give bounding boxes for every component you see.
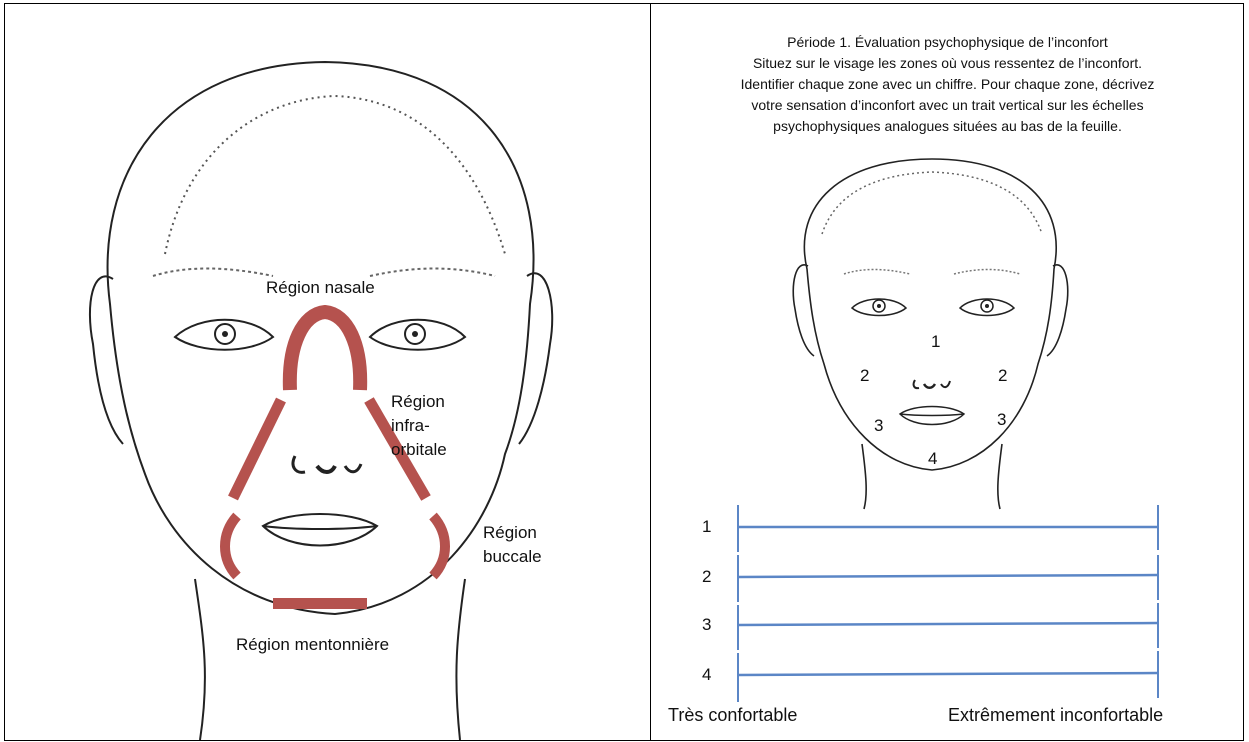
scale-2: 2 [702,555,1158,602]
ear-right [519,273,552,444]
zone-number-chin: 4 [928,449,937,468]
scale-min-label: Très confortable [668,705,797,726]
ear-left [90,276,123,444]
scale-3: 3 [702,603,1158,650]
small-eye-right [960,299,1014,316]
label-infraorbital-line3: orbitale [391,440,447,459]
small-head-outline [804,159,1056,470]
scale-number-4: 4 [702,665,711,684]
zone-number-jaw-right: 3 [997,410,1006,429]
small-mouth [900,407,964,425]
facial-regions-panel: Région nasale Région infra- orbitale Rég… [5,4,649,740]
zone-number-cheek-left: 2 [860,366,869,385]
small-neck-left [862,444,866,509]
scale-1: 1 [702,505,1158,552]
evaluation-sheet-panel: Période 1. Évaluation psychophysique de … [652,4,1243,740]
label-nasal-region: Région nasale [266,278,375,297]
small-eyebrow-left [844,270,910,275]
eyebrow-left [153,269,273,277]
hairline [165,96,505,254]
neck-left [195,579,205,740]
eye-right [370,320,465,350]
small-ear-left [793,265,814,356]
scale-max-label: Extrêmement inconfortable [948,705,1163,726]
neck-right [456,579,465,740]
eye-left [175,320,273,350]
scale-4: 4 [702,651,1158,702]
eyebrow-right [370,269,495,277]
scale-number-3: 3 [702,615,711,634]
buccal-region-left-mark [225,516,237,576]
zone-number-nose: 1 [931,332,940,351]
scale-number-1: 1 [702,517,711,536]
label-chin-region: Région mentonnière [236,635,389,654]
mouth [263,514,377,546]
evaluation-drawing: 1 2 2 3 3 4 1 2 3 4 [652,4,1243,740]
buccal-region-right-mark [433,516,445,576]
zone-number-jaw-left: 3 [874,416,883,435]
small-nose [914,380,950,388]
zone-number-cheek-right: 2 [998,366,1007,385]
nose [293,456,361,472]
panel-divider [650,3,651,741]
small-neck-right [998,444,1002,509]
infraorbital-region-left-mark [233,400,281,498]
nasal-region-mark [290,312,360,390]
label-infraorbital-line2: infra- [391,416,430,435]
scale-number-2: 2 [702,567,711,586]
head-outline [108,62,534,614]
small-eyebrow-right [954,270,1020,275]
chin-region-mark [273,598,367,609]
small-eye-left [852,299,906,316]
label-infraorbital-line1: Région [391,392,445,411]
small-hairline [822,172,1042,234]
facial-regions-drawing: Région nasale Région infra- orbitale Rég… [5,4,649,740]
label-buccal-line1: Région [483,523,537,542]
label-buccal-line2: buccale [483,547,542,566]
